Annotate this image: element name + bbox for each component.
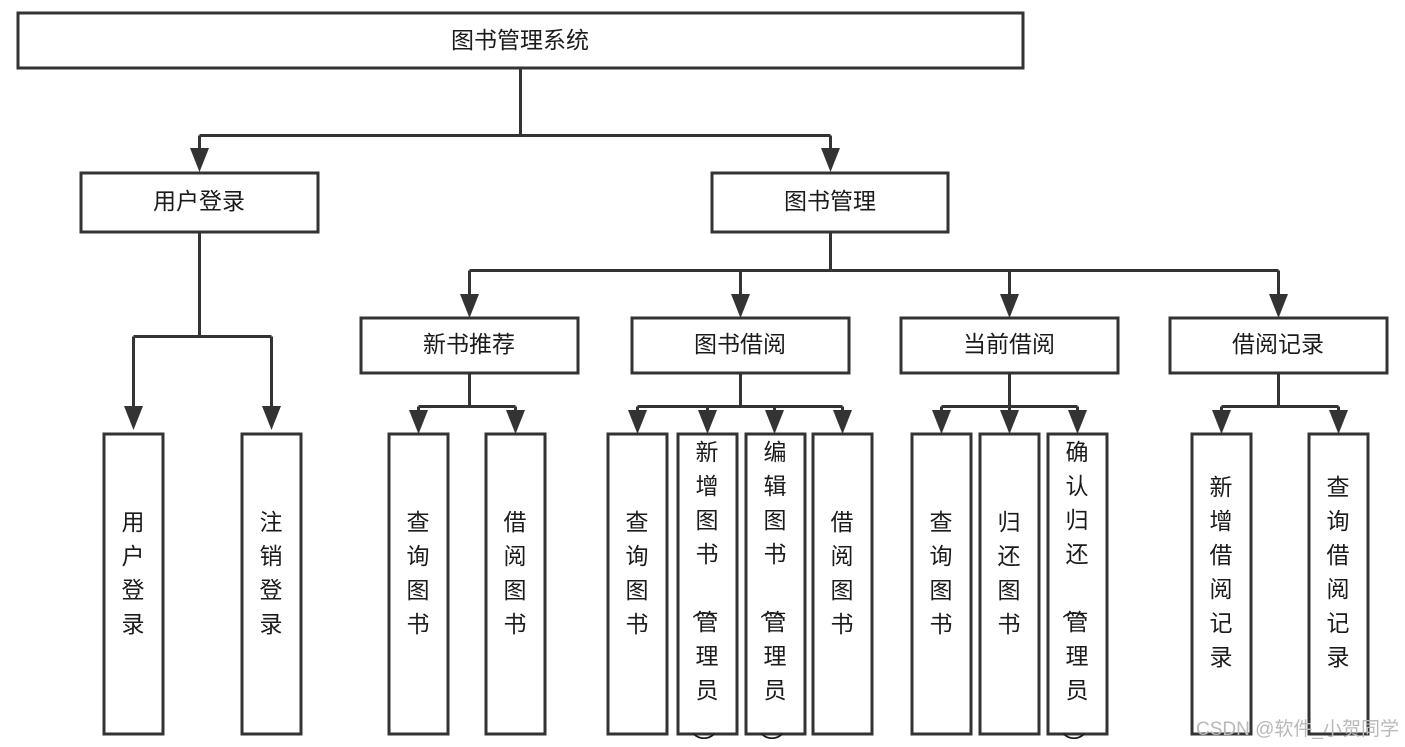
node-leaf-user-logout[interactable]: 注销登录 bbox=[240, 432, 303, 736]
node-leaf-borrow-book-1-label: 借阅图书 bbox=[504, 509, 527, 637]
node-borrow-record[interactable]: 借阅记录 bbox=[1168, 316, 1389, 375]
node-leaf-add-book[interactable]: 新增图书（管理员） bbox=[676, 432, 739, 747]
node-new-book-recommend-box[interactable] bbox=[359, 316, 580, 375]
node-leaf-borrow-book-2[interactable]: 借阅图书 bbox=[811, 432, 874, 736]
node-leaf-edit-book-label: 编辑图书（管理员） bbox=[759, 439, 787, 747]
node-new-book-recommend-label: 新书推荐 bbox=[423, 331, 515, 357]
arrow-head-leaf-query-book-3 bbox=[932, 410, 951, 434]
node-leaf-borrow-book-2-label: 借阅图书 bbox=[831, 509, 854, 637]
node-book-borrow-label: 图书借阅 bbox=[694, 331, 786, 357]
arrow-head-leaf-return-book bbox=[1000, 410, 1019, 434]
csdn-watermark: CSDN @软件_小贺同学 bbox=[1196, 718, 1399, 740]
connector-layer bbox=[124, 68, 1348, 434]
node-leaf-query-book-1[interactable]: 查询图书 bbox=[387, 432, 450, 736]
arrow-head-leaf-add-book bbox=[698, 410, 717, 434]
node-leaf-return-book-label: 归还图书 bbox=[998, 509, 1021, 637]
node-current-borrow[interactable]: 当前借阅 bbox=[899, 316, 1120, 375]
node-leaf-query-book-2[interactable]: 查询图书 bbox=[606, 432, 669, 736]
node-leaf-user-login-box[interactable] bbox=[102, 432, 165, 736]
node-leaf-confirm-return-box[interactable] bbox=[1046, 432, 1109, 736]
arrow-head-book-manage bbox=[821, 148, 840, 172]
node-book-manage-label: 图书管理 bbox=[784, 188, 876, 214]
node-leaf-user-logout-box[interactable] bbox=[240, 432, 303, 736]
node-root-label: 图书管理系统 bbox=[451, 27, 589, 53]
node-leaf-confirm-return[interactable]: 确认归还（管理员） bbox=[1046, 432, 1109, 747]
node-leaf-query-book-1-label: 查询图书 bbox=[407, 509, 430, 637]
node-leaf-borrow-book-1-box[interactable] bbox=[484, 432, 547, 736]
node-leaf-query-record-label: 查询借阅记录 bbox=[1327, 474, 1350, 670]
arrow-head-leaf-borrow-book-2 bbox=[833, 410, 852, 434]
node-leaf-add-book-box[interactable] bbox=[676, 432, 739, 736]
node-book-borrow-box[interactable] bbox=[630, 316, 851, 375]
node-book-manage-box[interactable] bbox=[710, 171, 950, 234]
arrow-head-user-login bbox=[190, 148, 209, 172]
arrow-head-new-book-recommend bbox=[460, 294, 479, 318]
node-leaf-borrow-book-1[interactable]: 借阅图书 bbox=[484, 432, 547, 736]
node-leaf-add-record-box[interactable] bbox=[1190, 432, 1253, 736]
node-leaf-return-book[interactable]: 归还图书 bbox=[978, 432, 1041, 736]
node-leaf-user-logout-label: 注销登录 bbox=[260, 509, 283, 637]
arrow-head-leaf-user-login bbox=[124, 406, 143, 430]
node-leaf-add-book-label: 新增图书（管理员） bbox=[691, 439, 719, 747]
arrow-head-current-borrow bbox=[1000, 294, 1019, 318]
node-leaf-query-record-box[interactable] bbox=[1307, 432, 1370, 736]
node-user-login-box[interactable] bbox=[79, 171, 320, 234]
node-borrow-record-label: 借阅记录 bbox=[1232, 331, 1324, 357]
arrow-head-borrow-record bbox=[1269, 294, 1288, 318]
arrow-head-leaf-edit-book bbox=[765, 410, 784, 434]
node-leaf-borrow-book-2-box[interactable] bbox=[811, 432, 874, 736]
arrow-head-leaf-user-logout bbox=[262, 406, 281, 430]
node-leaf-user-login-label: 用户登录 bbox=[122, 509, 145, 637]
node-book-borrow[interactable]: 图书借阅 bbox=[630, 316, 851, 375]
node-current-borrow-label: 当前借阅 bbox=[963, 331, 1055, 357]
node-new-book-recommend[interactable]: 新书推荐 bbox=[359, 316, 580, 375]
node-leaf-user-login[interactable]: 用户登录 bbox=[102, 432, 165, 736]
node-user-login-label: 用户登录 bbox=[153, 188, 245, 214]
node-leaf-edit-book[interactable]: 编辑图书（管理员） bbox=[744, 432, 807, 747]
arrow-head-leaf-query-book-1 bbox=[409, 410, 428, 434]
arrow-head-leaf-borrow-book-1 bbox=[506, 410, 525, 434]
node-leaf-query-book-3-label: 查询图书 bbox=[930, 509, 953, 637]
arrow-head-leaf-confirm-return bbox=[1068, 410, 1087, 434]
node-leaf-query-record[interactable]: 查询借阅记录 bbox=[1307, 432, 1370, 736]
node-leaf-query-book-1-box[interactable] bbox=[387, 432, 450, 736]
node-leaf-query-book-2-label: 查询图书 bbox=[626, 509, 649, 637]
node-root[interactable]: 图书管理系统 bbox=[16, 11, 1025, 70]
arrow-head-leaf-add-record bbox=[1212, 410, 1231, 434]
node-leaf-query-book-2-box[interactable] bbox=[606, 432, 669, 736]
node-root-box[interactable] bbox=[16, 11, 1025, 70]
arrow-head-book-borrow bbox=[731, 294, 750, 318]
node-leaf-query-book-3-box[interactable] bbox=[910, 432, 973, 736]
node-leaf-add-record[interactable]: 新增借阅记录 bbox=[1190, 432, 1253, 736]
node-borrow-record-box[interactable] bbox=[1168, 316, 1389, 375]
arrow-head-leaf-query-book-2 bbox=[628, 410, 647, 434]
node-leaf-query-book-3[interactable]: 查询图书 bbox=[910, 432, 973, 736]
node-leaf-return-book-box[interactable] bbox=[978, 432, 1041, 736]
node-user-login[interactable]: 用户登录 bbox=[79, 171, 320, 234]
node-leaf-edit-book-box[interactable] bbox=[744, 432, 807, 736]
node-book-manage[interactable]: 图书管理 bbox=[710, 171, 950, 234]
node-leaf-add-record-label: 新增借阅记录 bbox=[1210, 474, 1233, 670]
node-current-borrow-box[interactable] bbox=[899, 316, 1120, 375]
node-leaf-confirm-return-label: 确认归还（管理员） bbox=[1061, 439, 1089, 747]
arrow-head-leaf-query-record bbox=[1329, 410, 1348, 434]
